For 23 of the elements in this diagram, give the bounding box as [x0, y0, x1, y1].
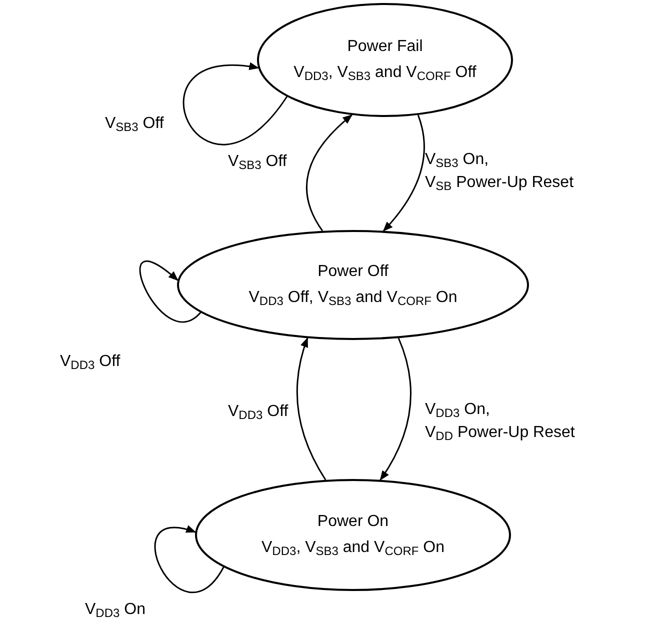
- edge-label: V$_{SB3}$ Off: [228, 152, 287, 174]
- edge-label: V$_{DD3}$ Off: [60, 352, 120, 374]
- state-ellipse: [177, 230, 529, 340]
- edge-label: V$_{DD3}$ Off: [228, 402, 288, 424]
- self-loop-arrow: [183, 63, 288, 145]
- self-loop-arrow: [139, 260, 202, 322]
- self-loop-arrow: [154, 526, 224, 593]
- transition-arrow: [296, 337, 326, 480]
- transition-arrow: [380, 338, 412, 481]
- state-name: Power Fail: [347, 38, 423, 56]
- state-description: V$_{DD3}$, V$_{SB3}$ and V$_{CORF}$ Off: [294, 64, 476, 82]
- edge-label: V$_{DD3}$ On, V$_{DD}$ Power-Up Reset: [425, 400, 575, 444]
- state-description: V$_{DD3}$ Off, V$_{SB3}$ and V$_{CORF}$ On: [248, 289, 458, 307]
- state-description: V$_{DD3}$, V$_{SB3}$ and V$_{CORF}$ On: [262, 539, 444, 557]
- edge-label: V$_{DD3}$ On: [85, 600, 146, 622]
- state-name: Power On: [317, 513, 389, 531]
- edge-label: V$_{SB3}$ On, V$_{SB}$ Power-Up Reset: [425, 150, 574, 194]
- transition-arrow: [306, 114, 353, 232]
- edge-label: V$_{SB3}$ Off: [105, 114, 164, 136]
- state-ellipse: [257, 3, 513, 117]
- transition-arrow: [382, 114, 425, 232]
- state-name: Power Off: [318, 263, 388, 281]
- state-ellipse: [195, 479, 511, 591]
